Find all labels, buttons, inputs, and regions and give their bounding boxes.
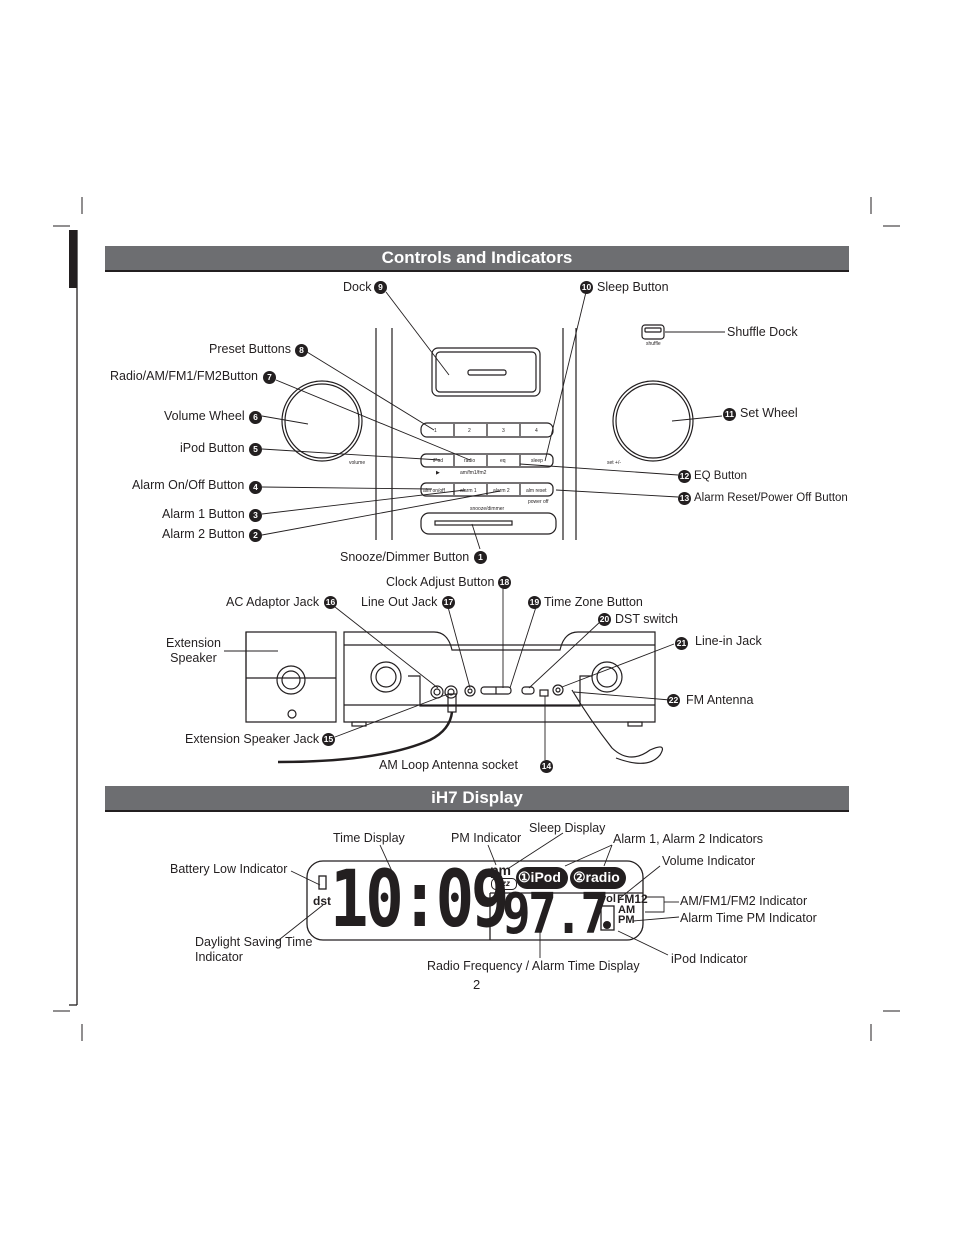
preset-2-text: 2 [468,428,471,434]
volume-indicator-label: Volume Indicator [662,854,756,868]
line-in-label: Line-in Jack [695,634,762,648]
play-symbol-text: ▶ [436,470,440,476]
radio-key-text: radio [464,458,475,464]
volume-wheel-label: Volume Wheel [164,409,245,423]
alarm1-button-label: Alarm 1 Button [162,507,245,521]
callout-8: 8 [295,344,308,357]
band-indicator-label: AM/FM1/FM2 Indicator [680,894,808,908]
power-off-text: power off [528,499,549,505]
controls-section-title: Controls and Indicators [105,246,849,272]
alm-reset-key-text: alm reset [526,488,547,494]
sleep-display-label: Sleep Display [529,821,606,835]
preset-3-text: 3 [502,428,505,434]
lcd-vol: vol [600,893,616,905]
shuffle-dock-label: Shuffle Dock [727,325,798,339]
callout-21: 21 [675,637,688,650]
ipod-button-label: iPod Button [180,441,245,455]
ipod-indicator-label: iPod Indicator [671,952,748,966]
dst-switch-label: DST switch [615,612,678,626]
callout-12: 12 [678,470,691,483]
time-zone-label: Time Zone Button [544,595,643,609]
callout-18: 18 [498,576,511,589]
lcd-pm: pm [490,862,511,878]
alarm-indicators-label: Alarm 1, Alarm 2 Indicators [613,832,764,846]
band-key-subtext: am/fm1/fm2 [460,470,487,476]
lcd-alarm1-ipod: ①iPod [518,869,561,885]
alm-onoff-key-text: alm on/off [423,488,445,494]
callout-13: 13 [678,492,691,505]
alarm2-button-label: Alarm 2 Button [162,527,245,541]
lcd-alarm2-radio: ②radio [573,869,620,885]
daylight-saving-label: Daylight Saving Time Indicator [195,935,313,964]
lcd-frequency: 97.7 [502,882,609,947]
preset-1-text: 1 [434,428,437,434]
callout-16: 16 [324,596,337,609]
alarm-reset-label: Alarm Reset/Power Off Button [694,492,848,504]
lcd-dst: dst [313,894,331,908]
eq-button-label: EQ Button [694,470,748,482]
am-loop-label: AM Loop Antenna socket [379,758,518,772]
extension-speaker-label: Extension Speaker [166,636,221,665]
callout-3: 3 [249,509,262,522]
callout-6: 6 [249,411,262,424]
ext-speaker-jack-label: Extension Speaker Jack [185,732,320,746]
volume-text: volume [349,460,365,466]
callout-10: 10 [580,281,593,294]
clock-adjust-label: Clock Adjust Button [386,575,495,589]
alarm-time-pm-label: Alarm Time PM Indicator [680,911,817,925]
eq-key-text: eq [500,458,506,464]
lcd-fm: FM12 [617,892,648,906]
time-display-label: Time Display [333,831,405,845]
snooze-dimmer-text: snooze/dimmer [470,506,505,512]
ipod-key-text: iPod [433,458,443,464]
callout-1: 1 [474,551,487,564]
lcd-am: AM [618,904,636,916]
alarm1-key-text: alarm 1 [460,488,477,494]
alarm-onoff-label: Alarm On/Off Button [132,478,245,492]
callout-19: 19 [528,596,541,609]
callout-15: 15 [322,733,335,746]
callout-9: 9 [374,281,387,294]
display-section-title: iH7 Display [105,786,849,812]
line-out-label: Line Out Jack [361,595,438,609]
callout-2: 2 [249,529,262,542]
radio-frequency-label: Radio Frequency / Alarm Time Display [427,959,640,973]
sleep-key-text: sleep [531,458,543,464]
alarm2-key-text: alarm 2 [493,488,510,494]
radio-button-label: Radio/AM/FM1/FM2Button [110,369,258,383]
shuffle-text: shuffle [646,341,661,347]
fm-antenna-label: FM Antenna [686,693,754,707]
ac-adaptor-label: AC Adaptor Jack [226,595,320,609]
sleep-button-label: Sleep Button [597,280,669,294]
callout-17: 17 [442,596,455,609]
callout-20: 20 [598,613,611,626]
preset-buttons-label: Preset Buttons [209,342,291,356]
lcd-pm-small: PM [618,914,635,926]
set-wheel-label: Set Wheel [740,406,798,420]
page-number: 2 [473,977,481,992]
callout-11: 11 [723,408,736,421]
callout-5: 5 [249,443,262,456]
lcd-zzz: zzz [491,878,517,890]
snooze-button-label: Snooze/Dimmer Button [340,550,470,564]
lcd-time-digits: 10:09 [330,855,509,945]
callout-7: 7 [263,371,276,384]
callout-14: 14 [540,760,553,773]
battery-low-label: Battery Low Indicator [170,862,288,876]
callout-4: 4 [249,481,262,494]
preset-4-text: 4 [535,428,538,434]
set-text: set +/- [607,460,621,466]
callout-22: 22 [667,694,680,707]
dock-label: Dock [343,280,372,294]
pm-indicator-label: PM Indicator [451,831,522,845]
